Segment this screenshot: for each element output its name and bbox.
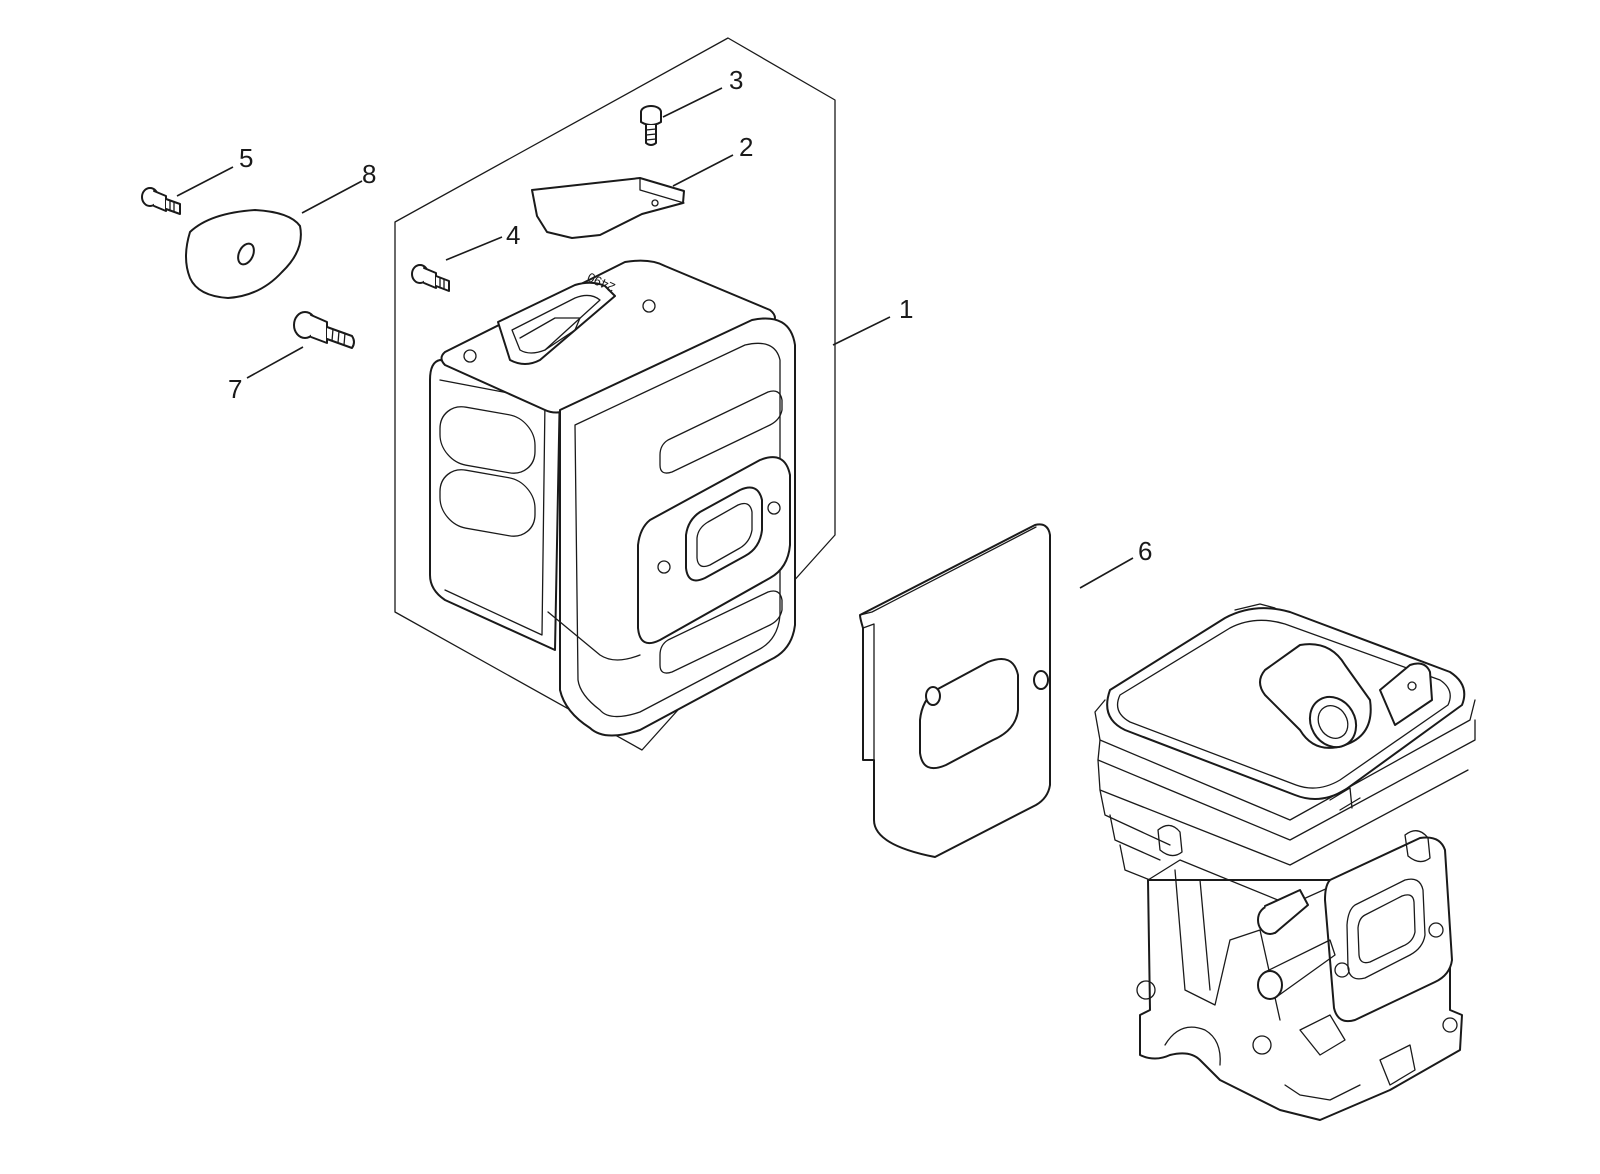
- callout-1: 1: [899, 294, 913, 324]
- part-2-heat-shield: [531, 177, 685, 239]
- part-6-gasket: [859, 523, 1051, 858]
- part-7-screw: [293, 311, 355, 349]
- leader-line-1: [832, 316, 891, 346]
- callout-2: 2: [739, 132, 753, 162]
- callout-4: 4: [506, 220, 520, 250]
- part-3-screw: [640, 105, 662, 146]
- callout-6: 6: [1138, 536, 1152, 566]
- leader-line-7: [246, 346, 304, 379]
- leader-line-8: [301, 180, 363, 214]
- callout-5: 5: [239, 143, 253, 173]
- cylinder-assembly: [1094, 603, 1476, 1121]
- callout-8: 8: [362, 159, 376, 189]
- leader-line-3: [662, 87, 723, 118]
- leader-line-4: [445, 236, 503, 261]
- part-4-screw: [411, 264, 450, 292]
- leader-line-6: [1079, 557, 1134, 589]
- assembly-group-frame: [394, 37, 836, 751]
- leader-line-2: [672, 154, 734, 187]
- callout-7: 7: [228, 374, 242, 404]
- leader-line-5: [176, 166, 234, 197]
- part-1-muffler: 2490: [429, 259, 796, 737]
- part-5-screw: [141, 187, 181, 215]
- callout-3: 3: [729, 65, 743, 95]
- part-8-washer-plate: [185, 209, 302, 299]
